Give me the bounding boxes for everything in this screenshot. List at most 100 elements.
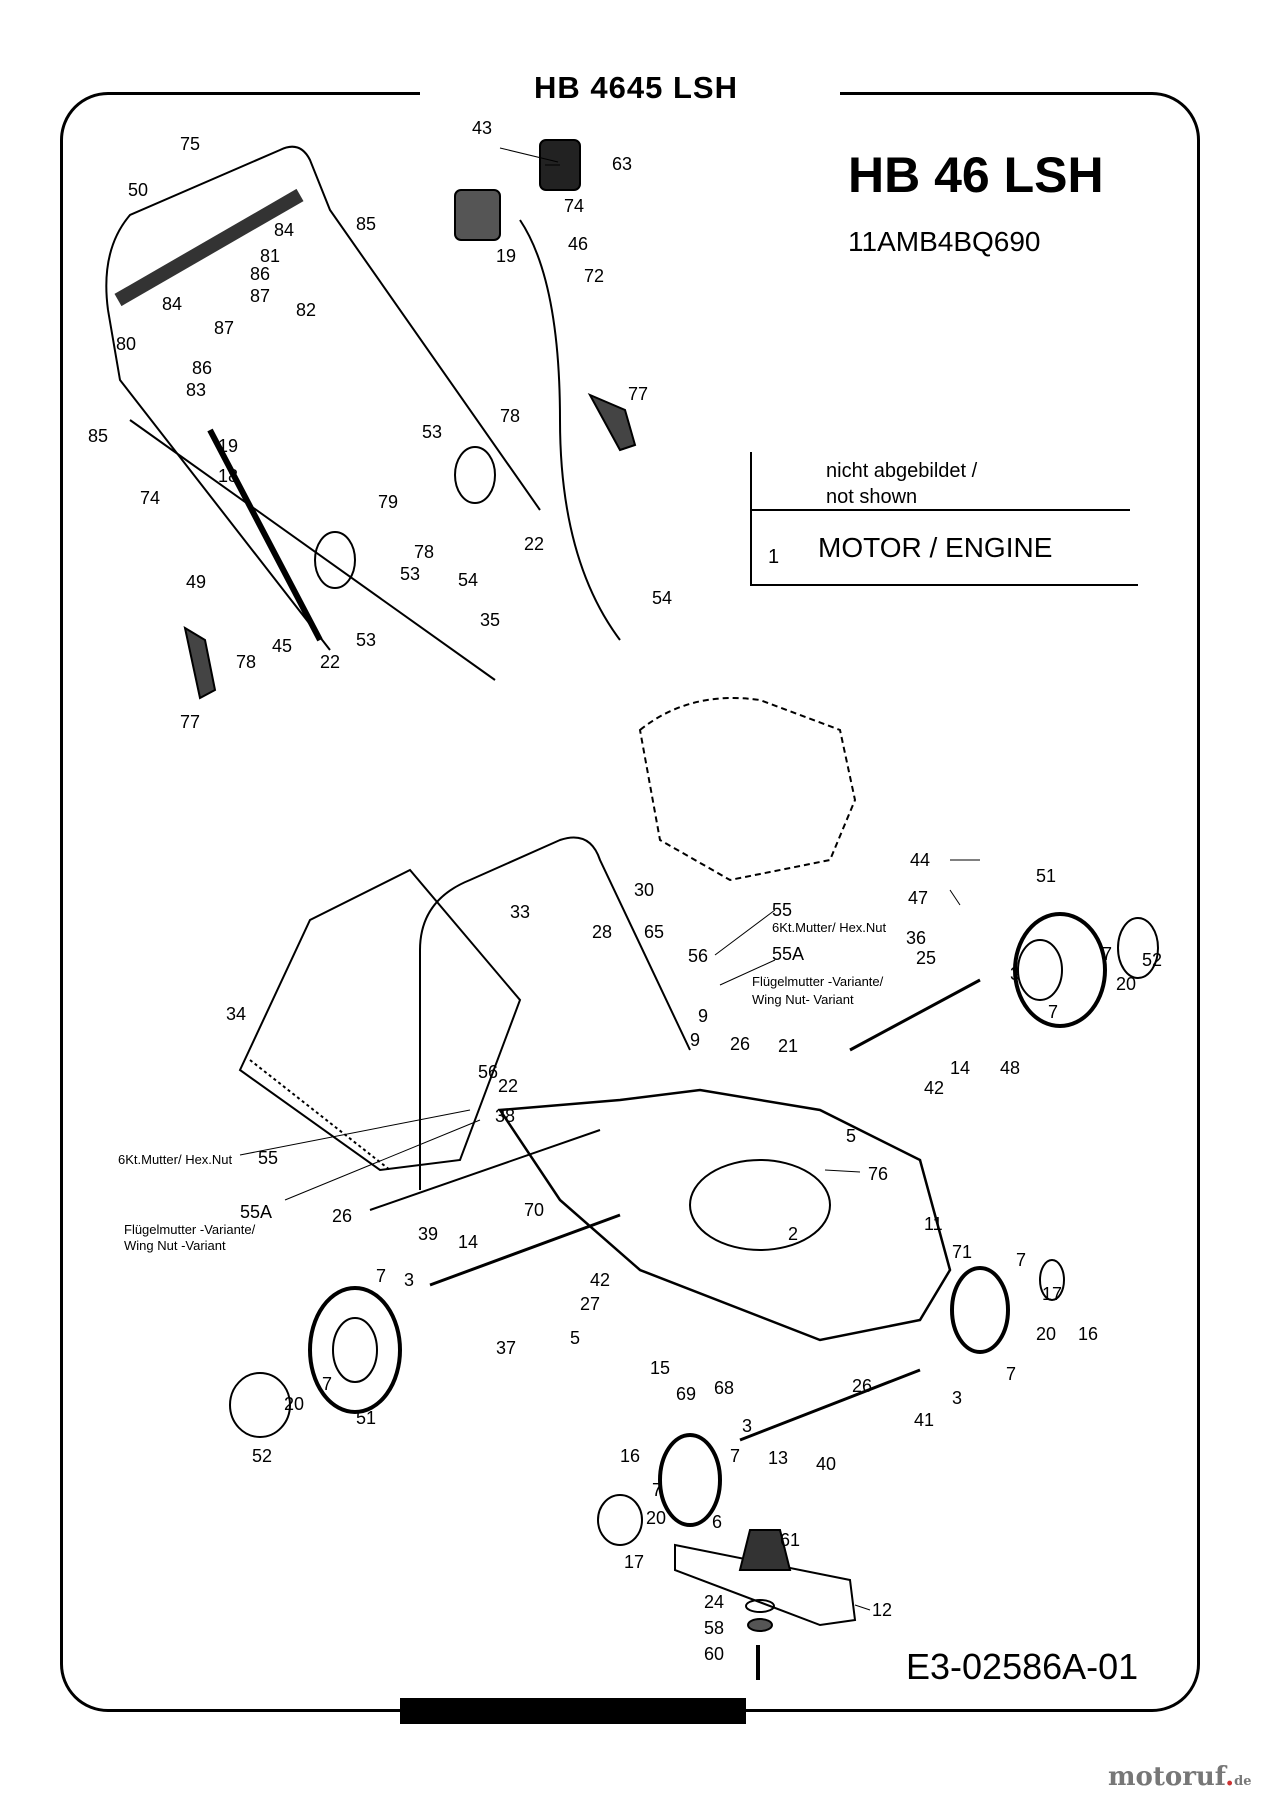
legend-divider: [750, 584, 1138, 586]
part-callout: 12: [872, 1600, 892, 1620]
part-callout: Flügelmutter -Variante/: [124, 1222, 256, 1237]
part-callout: 6: [712, 1512, 722, 1532]
part-callout: 41: [914, 1410, 934, 1430]
part-callout: 3: [404, 1270, 414, 1290]
axle-shape: [849, 978, 981, 1052]
part-callout: 81: [260, 246, 280, 266]
part-callout: 78: [500, 406, 520, 426]
part-callout: Wing Nut -Variant: [124, 1238, 226, 1253]
mower-deck-shape: [497, 1088, 952, 1342]
part-callout: 58: [704, 1618, 724, 1638]
blade-adapter-shape: [738, 1529, 792, 1571]
part-callout: 69: [676, 1384, 696, 1404]
part-callout: 7: [376, 1266, 386, 1286]
part-callout: 7: [322, 1374, 332, 1394]
part-callout: 84: [274, 220, 294, 240]
page-title: HB 4645 LSH: [534, 70, 738, 105]
lower-handle-left-shape: [107, 309, 331, 651]
part-callout: 25: [916, 948, 936, 968]
part-callout: 85: [356, 214, 376, 234]
part-callout: 24: [704, 1592, 724, 1612]
legend-divider: [750, 509, 1130, 511]
washer-shape: [747, 1618, 773, 1632]
part-callout: 77: [180, 712, 200, 732]
part-callout: 6Kt.Mutter/ Hex.Nut: [118, 1152, 233, 1167]
handle-knob-shape: [314, 531, 356, 589]
part-callout: 15: [650, 1358, 670, 1378]
part-callout: 52: [1142, 950, 1162, 970]
part-callout: 86: [192, 358, 212, 378]
part-callout: 56: [688, 946, 708, 966]
part-callout: 35: [480, 610, 500, 630]
watermark-brand: motoruf: [1108, 1762, 1226, 1792]
part-callout: 51: [1036, 866, 1056, 886]
hubcap-shape: [1039, 1259, 1065, 1301]
part-callout: 45: [272, 636, 292, 656]
part-callout: 20: [1036, 1324, 1056, 1344]
wheel-hub-shape: [1017, 939, 1063, 1001]
part-callout: 2: [788, 1224, 798, 1244]
part-callout: 61: [780, 1530, 800, 1550]
part-callout: 82: [296, 300, 316, 320]
part-callout: 3: [742, 1416, 752, 1436]
part-callout: 42: [924, 1078, 944, 1098]
part-callout: 78: [236, 652, 256, 672]
part-callout: 5: [846, 1126, 856, 1146]
part-callout: 53: [356, 630, 376, 650]
part-callout: 37: [496, 1338, 516, 1358]
wheel-hub-shape: [332, 1317, 378, 1383]
part-callout: 49: [186, 572, 206, 592]
part-callout: 86: [250, 264, 270, 284]
part-callout: 7: [1006, 1364, 1016, 1384]
part-callout: 63: [612, 154, 632, 174]
part-callout: 16: [620, 1446, 640, 1466]
part-callout: 54: [652, 588, 672, 608]
part-callout: 7: [1102, 944, 1112, 964]
part-callout: 46: [568, 234, 588, 254]
engine-outline-shape: [638, 697, 857, 882]
part-callout: 55A: [240, 1202, 272, 1222]
model-title: HB 46 LSH: [848, 147, 1104, 203]
part-callout: 16: [1078, 1324, 1098, 1344]
part-callout: 19: [496, 246, 516, 266]
part-callout: 21: [778, 1036, 798, 1056]
part-callout: 43: [472, 118, 492, 138]
upper-handle-shape: [105, 145, 541, 511]
part-callout: 22: [524, 534, 544, 554]
part-callout: 26: [332, 1206, 352, 1226]
part-callout: 85: [88, 426, 108, 446]
part-callout: 30: [634, 880, 654, 900]
part-callout: 54: [458, 570, 478, 590]
part-callout: 3: [1010, 964, 1020, 984]
leader-lines: [239, 147, 980, 1611]
diagram-code: E3-02586A-01: [906, 1646, 1139, 1687]
throttle-lever-shape: [587, 392, 637, 452]
part-callout: 68: [714, 1378, 734, 1398]
part-callout: 17: [624, 1552, 644, 1572]
cable-shape: [129, 419, 496, 681]
brake-lever-shape: [183, 625, 217, 700]
part-callout: 83: [186, 380, 206, 400]
part-callout: 74: [140, 488, 160, 508]
legend-note: nicht abgebildet / not shown: [826, 458, 977, 510]
hubcap-shape: [1117, 917, 1159, 979]
part-callout: 42: [590, 1270, 610, 1290]
washer-shape: [745, 1599, 775, 1613]
part-callout: 55: [772, 900, 792, 920]
part-callout: 27: [580, 1294, 600, 1314]
part-callout: 53: [400, 564, 420, 584]
part-callout: 72: [584, 266, 604, 286]
part-callout: 79: [378, 492, 398, 512]
part-callout: 52: [252, 1446, 272, 1466]
part-callout: 38: [495, 1106, 515, 1126]
part-callout: 13: [768, 1448, 788, 1468]
part-callout: 87: [214, 318, 234, 338]
part-callout: 22: [320, 652, 340, 672]
part-callout: 76: [868, 1164, 888, 1184]
part-callout: 34: [226, 1004, 246, 1024]
part-callout: 40: [816, 1454, 836, 1474]
part-callout: 7: [1016, 1250, 1026, 1270]
part-callout: 70: [524, 1200, 544, 1220]
handle-grip-shape: [114, 188, 304, 307]
front-axle-shape: [739, 1368, 921, 1442]
